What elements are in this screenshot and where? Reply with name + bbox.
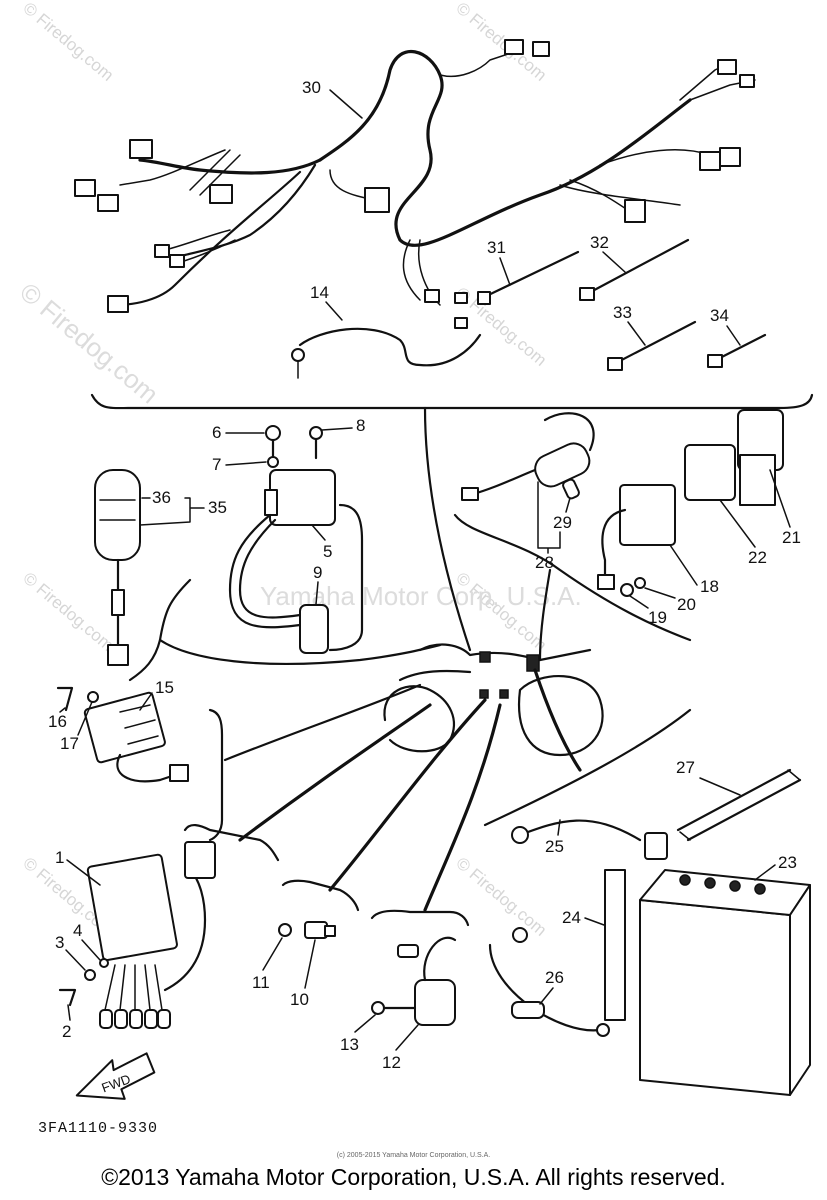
starter-relay <box>371 936 457 1026</box>
callout-5: 5 <box>323 542 332 561</box>
callout-6: 6 <box>212 423 221 442</box>
battery-band <box>676 768 802 842</box>
small-copyright-note: (c) 2005-2015 Yamaha Motor Corporation, … <box>336 1152 491 1159</box>
callout-8: 8 <box>356 416 365 435</box>
battery <box>604 869 811 1096</box>
callout-21: 21 <box>782 528 801 547</box>
callout-25: 25 <box>545 837 564 856</box>
cable-ties <box>476 238 767 371</box>
callout-4: 4 <box>73 921 82 940</box>
callout-17: 17 <box>60 734 79 753</box>
callout-18: 18 <box>700 577 719 596</box>
battery-cables <box>488 819 668 1037</box>
callout-29: 29 <box>553 513 572 532</box>
callout-34: 34 <box>710 306 729 325</box>
watermark-firedog: © Firedog.com <box>19 569 117 655</box>
callout-15: 15 <box>155 678 174 697</box>
diagram-part-code: 3FA1110-9330 <box>38 1120 159 1137</box>
relay-cluster <box>597 409 784 597</box>
callout-13: 13 <box>340 1035 359 1054</box>
group-bracket <box>90 393 814 410</box>
leader-lines <box>158 638 692 912</box>
callout-9: 9 <box>313 563 322 582</box>
rectifier-regulator <box>56 686 189 783</box>
forward-arrow: FWD <box>75 1052 156 1100</box>
callout-16: 16 <box>48 712 67 731</box>
callout-32: 32 <box>590 233 609 252</box>
wire-harness <box>74 39 756 313</box>
lead-wire <box>291 317 482 379</box>
callout-2: 2 <box>62 1022 71 1041</box>
callouts: 30 14 31 32 33 34 6 8 7 36 35 5 9 29 28 … <box>48 78 801 1072</box>
callout-36: 36 <box>152 488 171 507</box>
fuse-holder <box>461 412 595 501</box>
ignition-coil <box>228 425 336 654</box>
callout-28: 28 <box>535 553 554 572</box>
watermark-firedog: © Firedog.com <box>452 854 550 940</box>
callout-1: 1 <box>55 848 64 867</box>
callout-23: 23 <box>778 853 797 872</box>
neutral-switch <box>278 921 336 939</box>
callout-11: 11 <box>252 973 270 992</box>
callout-27: 27 <box>676 758 695 777</box>
callout-7: 7 <box>212 455 221 474</box>
copyright-notice: ©2013 Yamaha Motor Corporation, U.S.A. A… <box>101 1164 726 1190</box>
callout-33: 33 <box>613 303 632 322</box>
callout-24: 24 <box>562 908 581 927</box>
callout-26: 26 <box>545 968 564 987</box>
callout-31: 31 <box>487 238 506 257</box>
callout-30: 30 <box>302 78 321 97</box>
callout-14: 14 <box>310 283 329 302</box>
callout-35: 35 <box>208 498 227 517</box>
watermark-firedog: © Firedog.com <box>19 0 117 85</box>
callout-22: 22 <box>748 548 767 567</box>
main-switch <box>94 469 141 666</box>
watermark-firedog: © Firedog.com <box>14 277 164 410</box>
cdi-unit <box>58 841 216 1029</box>
callout-3: 3 <box>55 933 64 952</box>
callout-10: 10 <box>290 990 309 1009</box>
callout-12: 12 <box>382 1053 401 1072</box>
callout-20: 20 <box>677 595 696 614</box>
callout-19: 19 <box>648 608 667 627</box>
